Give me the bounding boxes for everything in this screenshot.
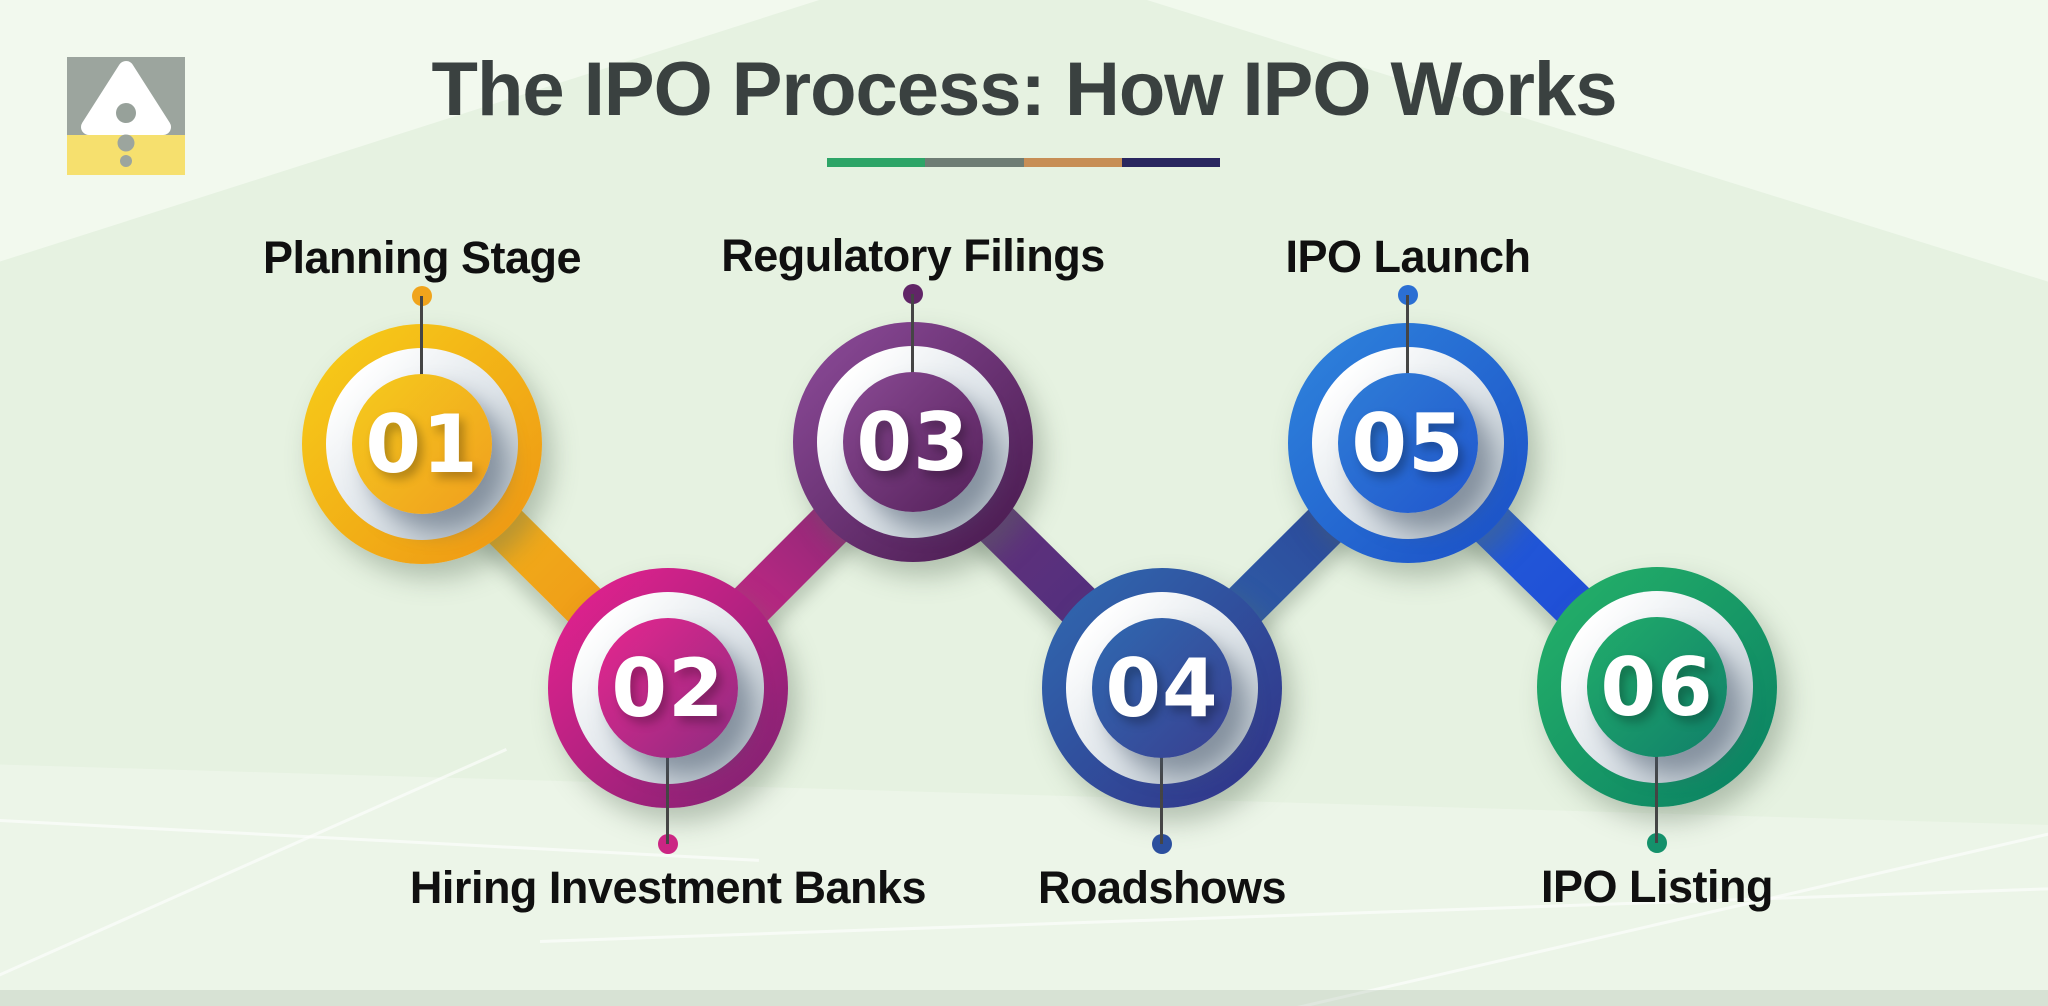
step-ipo-listing: IPO Listing 06 — [1537, 567, 1777, 912]
step-hiring-investment-banks: Hiring Investment Banks 02 — [410, 568, 927, 913]
badge-inner-circle: 03 — [843, 372, 983, 512]
step-label: IPO Listing — [1540, 861, 1774, 912]
underline-segment — [1121, 158, 1220, 167]
step-number: 03 — [856, 395, 970, 489]
background-seam-line — [0, 818, 760, 862]
background-bottom-strip — [0, 990, 2048, 1006]
step-label: Planning Stage — [262, 232, 582, 283]
rocket-logo-icon — [67, 57, 185, 175]
badge-inner-circle: 05 — [1338, 373, 1478, 513]
pin-stem — [1406, 295, 1409, 449]
step-number: 04 — [1105, 641, 1219, 735]
step-number: 05 — [1351, 396, 1465, 490]
step-regulatory-filings: Regulatory Filings 03 — [721, 230, 1105, 562]
step-label: IPO Launch — [1285, 231, 1531, 282]
step-number: 06 — [1600, 640, 1714, 734]
pin-stem — [420, 296, 423, 450]
step-ipo-launch: IPO Launch 05 — [1285, 231, 1531, 563]
badge-inner-circle: 04 — [1092, 618, 1232, 758]
background-seam-line — [1279, 825, 2048, 1006]
step-roadshows: Roadshows 04 — [1038, 568, 1287, 913]
page-title: The IPO Process: How IPO Works — [431, 47, 1618, 132]
badge-inner-circle: 06 — [1587, 617, 1727, 757]
step-label: Roadshows — [1037, 862, 1287, 913]
step-label: Hiring Investment Banks — [409, 862, 927, 913]
underline-segment — [1023, 158, 1122, 167]
step-number: 02 — [611, 641, 725, 735]
step-number: 01 — [365, 397, 479, 491]
pin-stem — [911, 294, 914, 448]
underline-segment — [925, 158, 1024, 167]
title-underline — [827, 158, 1220, 167]
badge-inner-circle: 02 — [598, 618, 738, 758]
badge-inner-circle: 01 — [352, 374, 492, 514]
step-label: Regulatory Filings — [721, 230, 1105, 281]
step-planning-stage: Planning Stage 01 — [263, 232, 582, 564]
underline-segment — [827, 158, 926, 167]
